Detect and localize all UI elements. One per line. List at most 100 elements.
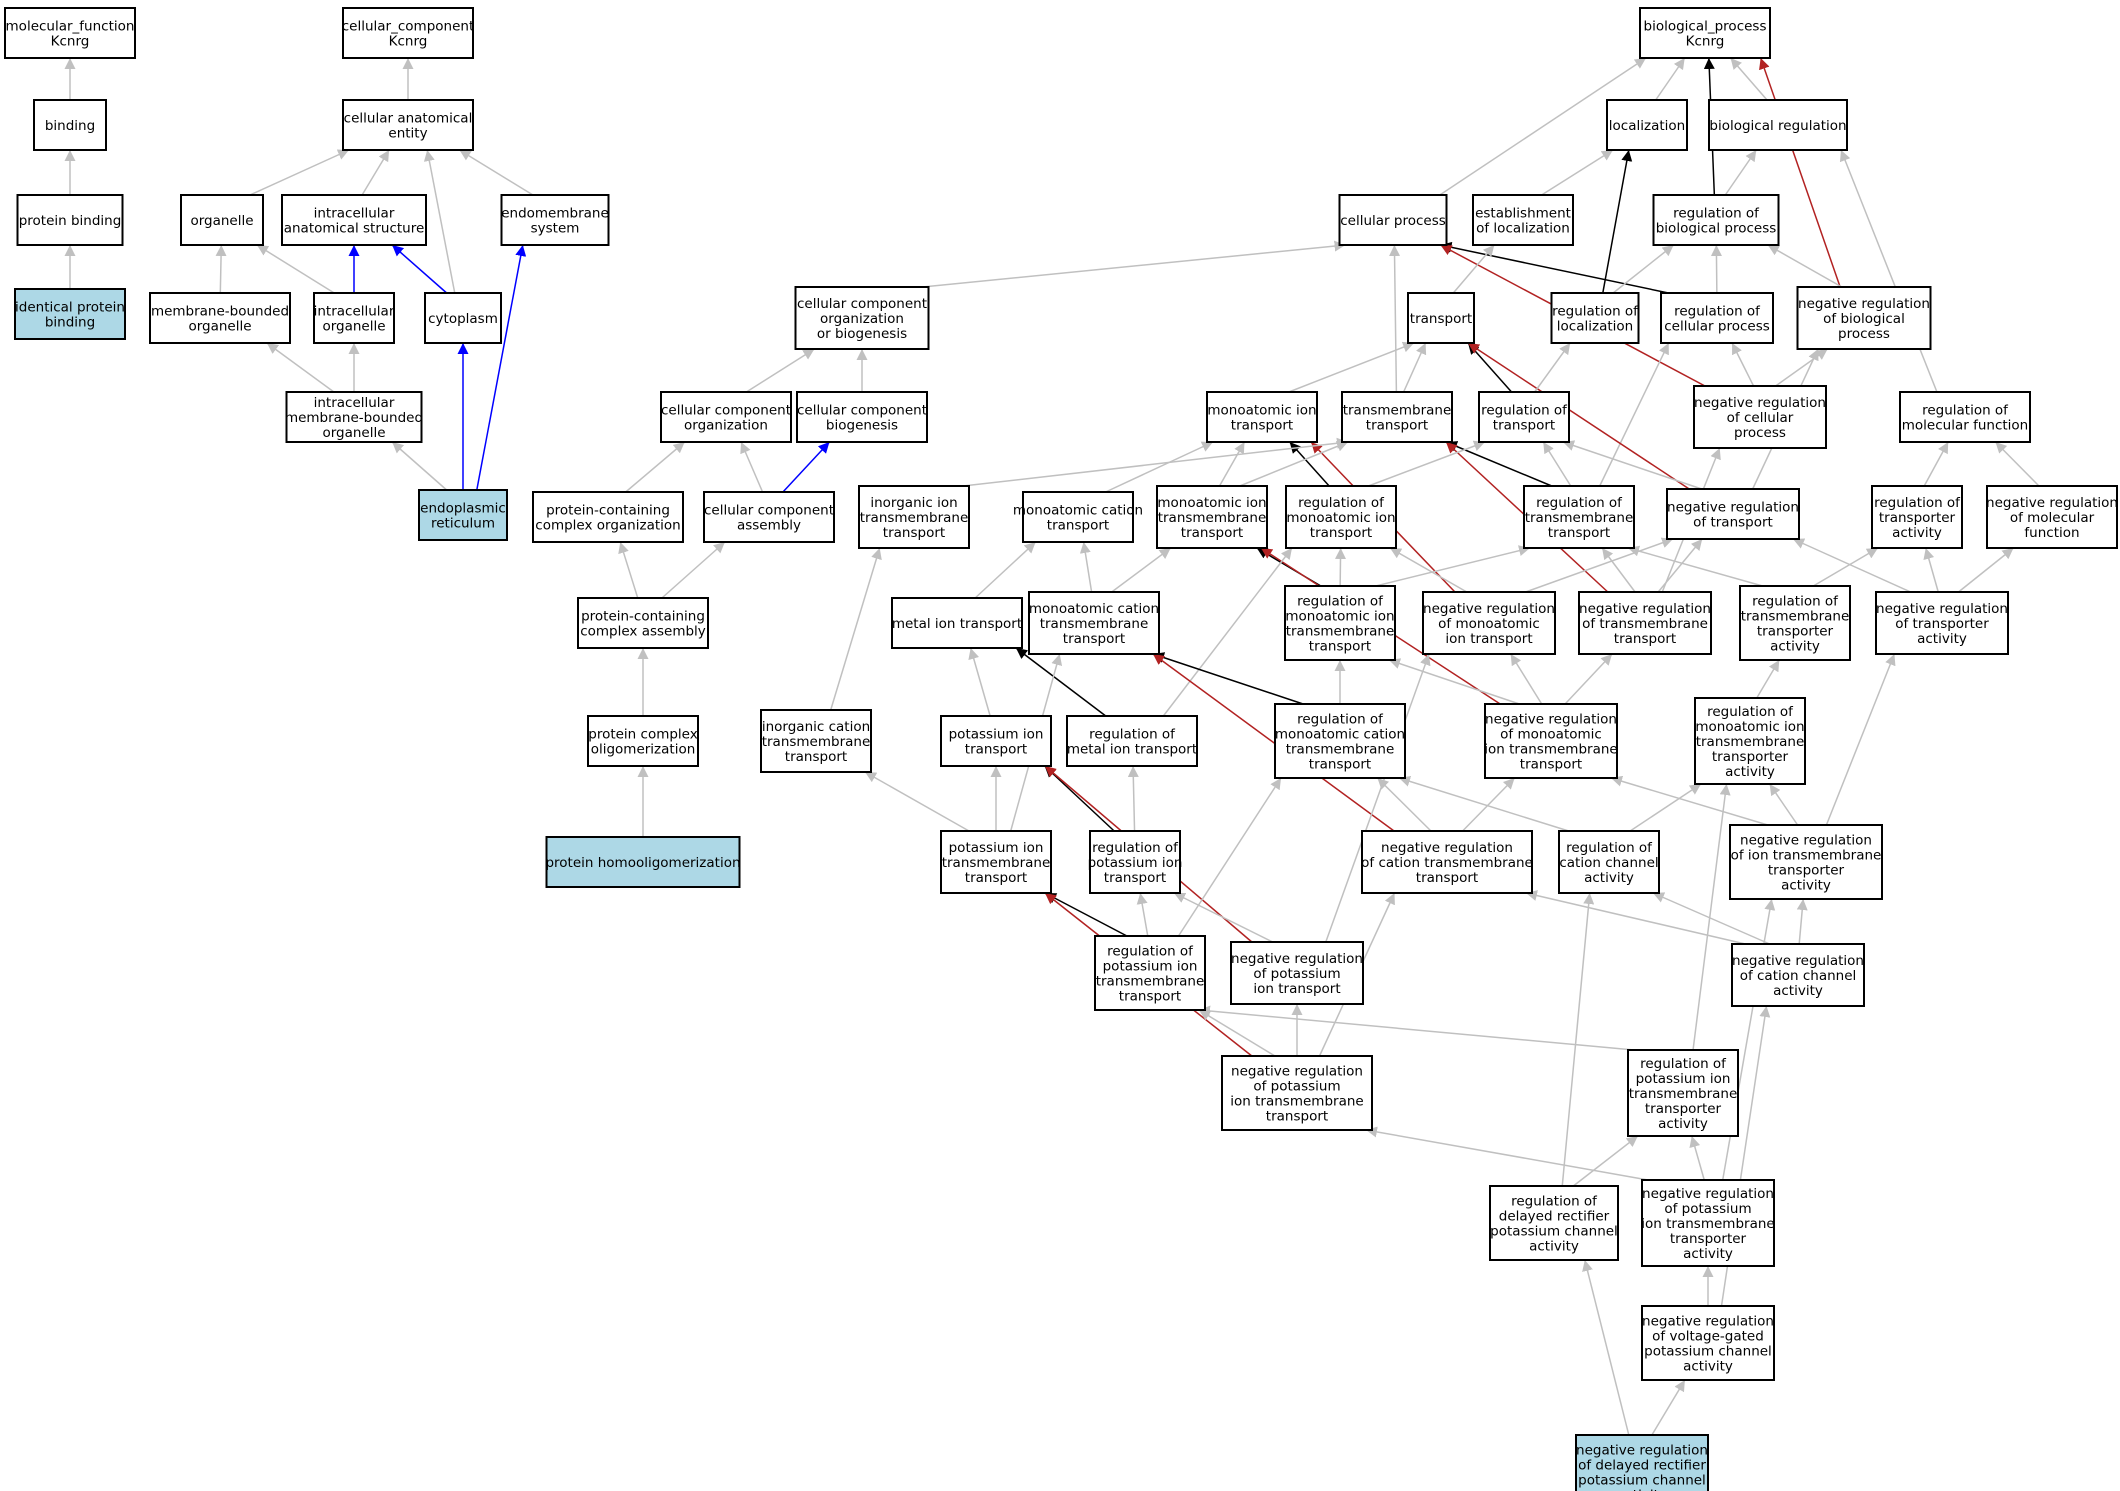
term-label-line: transport <box>883 525 945 541</box>
term-node-regtmta[interactable]: regulation oftransmembranetransporteract… <box>1739 585 1851 661</box>
edge-regcp-to-regbp <box>1710 244 1722 294</box>
term-label-line: of monoatomic <box>1500 727 1602 743</box>
term-node-organelle[interactable]: organelle <box>180 194 264 246</box>
term-label-line: activity <box>1725 764 1775 780</box>
term-node-cytoplasm[interactable]: cytoplasm <box>424 292 502 344</box>
edge-negregmit-to-negregtrans <box>1525 537 1674 593</box>
term-label-line: activity <box>1658 1116 1708 1132</box>
edge-regkitt-to-regkit <box>1136 892 1149 937</box>
term-label-line: transport <box>1231 418 1293 434</box>
term-box <box>1899 391 2031 443</box>
term-box <box>1285 485 1397 549</box>
term-label-line: regulation of <box>1297 712 1384 728</box>
term-label-line: transport <box>1309 757 1371 773</box>
term-box <box>532 491 684 543</box>
term-label-line: activity <box>1917 631 1967 647</box>
edge-negregmitt-to-negregtmt <box>1564 653 1613 705</box>
term-label-line: assembly <box>737 518 801 534</box>
term-box <box>1361 830 1533 894</box>
term-node-metalit[interactable]: metal ion transport <box>891 597 1023 649</box>
term-node-phomo[interactable]: protein homooligomerization <box>545 836 741 888</box>
term-node-cellproc[interactable]: cellular process <box>1338 194 1448 246</box>
edge-er-to-imbo <box>391 441 448 491</box>
term-label-line: negative regulation <box>1694 395 1826 411</box>
term-box <box>342 99 474 151</box>
term-box <box>342 7 474 59</box>
edge-regcca-to-regmctt <box>1398 776 1569 832</box>
term-label-line: transporter <box>1645 1101 1722 1117</box>
term-node-localization[interactable]: localization <box>1606 99 1688 151</box>
term-label-line: monoatomic ion <box>1695 719 1804 735</box>
term-node-transport[interactable]: transport <box>1407 292 1475 344</box>
term-label-line: transporter <box>1879 510 1956 526</box>
term-label-line: cation channel <box>1559 855 1658 871</box>
term-node-bioreg[interactable]: biological regulation <box>1708 99 1848 151</box>
term-node-binding[interactable]: binding <box>33 99 107 151</box>
term-node-protbind[interactable]: protein binding <box>16 194 124 246</box>
term-label-line: endoplasmic <box>420 501 506 517</box>
term-box <box>33 99 107 151</box>
